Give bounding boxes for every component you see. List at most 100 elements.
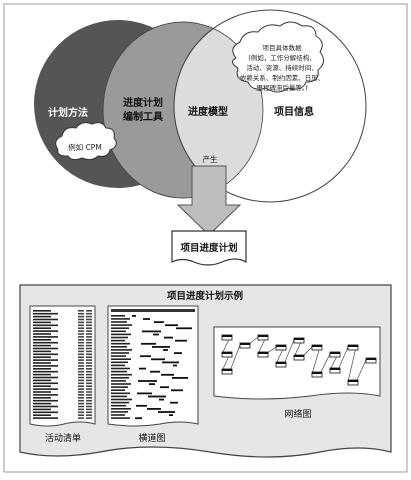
bar-chart-task-name [111,395,127,398]
bar-chart-task-bar [173,364,177,367]
bar-chart-task-bar [169,414,173,416]
bar-chart-task-name [111,349,132,351]
activity-row-duration [86,341,92,344]
bar-chart-task-bar [136,404,147,407]
activity-row-text [33,327,51,329]
bar-chart-task-bar [172,377,188,379]
activity-row-text [33,344,51,347]
center-lens-schedule-model [173,22,263,198]
activity-row-code [78,359,84,361]
activity-row-text [33,388,58,390]
network-diagram-nodes [221,334,377,386]
activity-row-text [33,399,58,402]
bar-chart-header [111,309,195,312]
network-node-header [348,380,358,382]
bar-chart-task-name [111,383,131,385]
bar-chart-task-name [111,364,125,367]
bar-chart-task-name [111,401,129,404]
activity-row-duration [86,402,92,405]
activity-row-text [33,315,51,318]
activity-row-text [33,312,58,315]
network-link [347,346,357,383]
bar-chart-task-name [111,408,131,410]
bar-chart-task-bar [171,389,183,392]
activity-list-thumbnail [29,305,96,427]
label-schedule-model: 进度模型 [188,105,228,118]
network-node-header [240,343,250,345]
activity-row-text [33,402,51,405]
network-node-header [276,362,286,364]
activity-row-text [33,408,51,411]
activity-row-code [78,333,84,335]
bar-chart-task-name [111,386,128,388]
activity-row-duration [86,318,92,321]
bar-chart-task-name [111,367,130,370]
output-arrow [176,165,242,236]
label-generate: 产生 [203,154,218,164]
activity-row-duration [86,347,92,350]
bar-chart-task-name [111,342,130,345]
activity-row-code [78,385,84,387]
activity-row-duration [86,312,92,315]
activity-row-text [33,353,58,356]
bar-chart-task-bar [158,411,175,413]
activity-row-duration [86,321,92,324]
activity-row-duration [86,382,92,385]
bar-chart-task-name [111,414,125,416]
label-tool-line1: 进度计划 [123,96,163,109]
network-link [229,344,241,372]
activity-row-duration [86,391,92,393]
activity-row-duration [86,324,92,327]
activity-row-duration [86,373,92,376]
activity-row-code [78,394,84,396]
bar-chart-task-bar [135,417,142,420]
activity-row-text [33,310,51,312]
activity-row-duration [86,353,92,356]
activity-row-code [78,365,84,367]
activity-row-duration [86,368,92,370]
network-node-header [312,345,322,347]
bar-chart-task-bar [176,327,192,330]
bar-chart-task-bar [149,383,155,385]
network-node-header [294,338,304,340]
activity-list-rows [33,310,92,419]
activity-row-code [78,350,84,353]
activity-row-text [33,382,58,385]
bar-chart-task-name [111,358,131,360]
activity-row-text [33,370,58,373]
activity-row-code [78,310,84,312]
activity-row-duration [86,362,92,364]
activity-row-code [78,379,84,382]
bar-chart-rows [111,309,195,420]
activity-row-text [33,347,58,350]
activity-row-code [78,327,84,329]
activity-row-duration [86,330,92,332]
bar-chart-task-bar [141,342,156,345]
bar-chart-task-name [111,377,129,379]
label-planning-method: 计划方法 [48,106,88,119]
activity-row-code [78,344,84,347]
activity-list-label: 活动清单 [45,432,81,444]
activity-row-text [33,385,51,387]
bar-chart-task-name [111,373,132,376]
bar-chart-task-bar [142,330,161,333]
network-link [355,359,367,383]
activity-row-code [78,408,84,411]
bar-chart-task-bar [150,370,160,373]
bar-chart-task-name [111,315,125,317]
bar-chart-task-name [111,411,128,413]
network-node-header [222,369,232,371]
activity-row-duration [86,359,92,361]
activity-row-code [78,368,84,370]
bar-chart-task-bar [159,398,164,401]
activity-row-duration [86,414,92,416]
bar-chart-task-bar [140,355,151,358]
bar-chart-task-name [111,346,127,348]
label-tool-line2: 编制工具 [123,110,163,123]
activity-row-code [78,347,84,350]
activity-row-text [33,414,51,416]
activity-row-duration [86,385,92,387]
activity-row-code [78,414,84,416]
activity-row-code [78,382,84,385]
activity-row-duration [86,399,92,402]
